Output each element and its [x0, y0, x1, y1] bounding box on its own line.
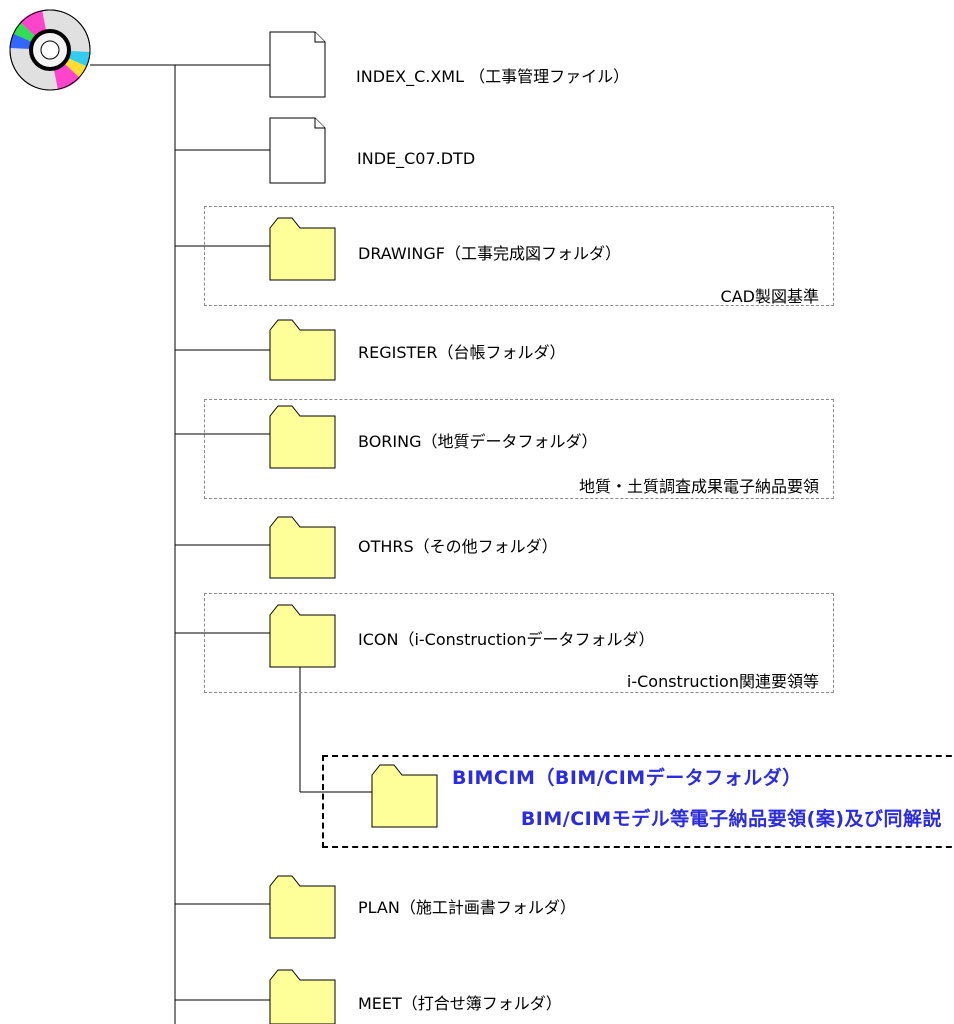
- folder-icon: [269, 405, 336, 469]
- note-boring: 地質・土質調査成果電子納品要領: [578, 477, 819, 496]
- file-label-dtd[interactable]: INDE_C07.DTD: [357, 149, 476, 168]
- folder-label-plan[interactable]: PLAN（施工計画書フォルダ）: [358, 898, 576, 917]
- document-icon: [269, 31, 326, 98]
- group-box-drawingf: [204, 206, 834, 306]
- folder-label-icon[interactable]: ICON（i-Constructionデータフォルダ）: [358, 630, 655, 649]
- folder-icon: [269, 969, 336, 1024]
- file-label-index[interactable]: INDEX_C.XML （工事管理ファイル）: [356, 67, 630, 86]
- folder-icon: [269, 319, 336, 381]
- connector-lines: [90, 64, 372, 1024]
- folder-icon: [269, 516, 336, 579]
- folder-label-othrs[interactable]: OTHRS（その他フォルダ）: [358, 537, 558, 556]
- folder-icon: [269, 217, 336, 281]
- note-bimcim: BIM/CIMモデル等電子納品要領(案)及び同解説: [520, 808, 942, 830]
- folder-icon: [269, 875, 336, 939]
- group-box-icon: [204, 593, 834, 693]
- folder-label-meet[interactable]: MEET（打合せ簿フォルダ）: [358, 994, 562, 1013]
- group-box-bimcim: [322, 755, 954, 848]
- folder-label-drawingf[interactable]: DRAWINGF（工事完成図フォルダ）: [358, 244, 621, 263]
- folder-label-register[interactable]: REGISTER（台帳フォルダ）: [358, 343, 566, 362]
- note-drawingf: CAD製図基準: [720, 287, 819, 306]
- folder-label-bimcim[interactable]: BIMCIM（BIM/CIMデータフォルダ）: [452, 767, 802, 789]
- cd-disc-icon: [9, 9, 91, 91]
- folder-icon: [371, 764, 438, 828]
- document-icon: [269, 117, 326, 184]
- folder-label-boring[interactable]: BORING（地質データフォルダ）: [358, 432, 598, 451]
- group-box-boring: [204, 399, 834, 499]
- folder-icon: [269, 604, 336, 668]
- note-icon: i-Construction関連要領等: [626, 672, 819, 691]
